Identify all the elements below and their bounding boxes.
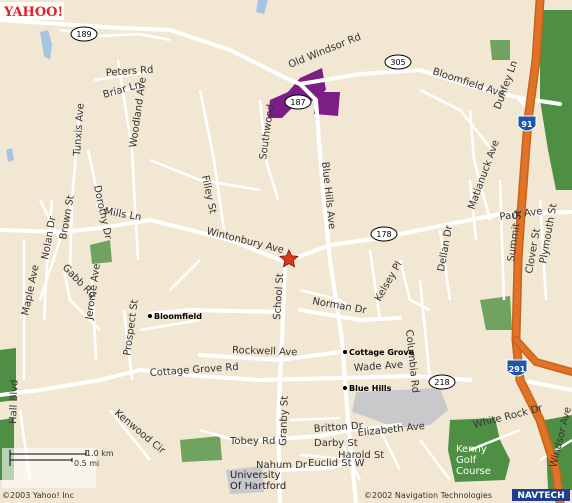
place-label-kenny-3: Course (456, 466, 491, 477)
scale-bar: 1.0 km 0.5 mi (2, 448, 114, 488)
place-label-blue-hills: Blue Hills (349, 384, 392, 393)
place-label-bloomfield: Bloomfield (154, 312, 202, 321)
svg-text:178: 178 (376, 230, 391, 239)
street-label-peters: Peters Rd (105, 65, 153, 79)
place-label-university-1: University (230, 470, 281, 481)
street-label-nahum: Nahum Dr (256, 460, 308, 471)
copyright-left: ©2003 Yahoo! Inc (2, 491, 74, 500)
route-shields: 189 187 305 178 218 91 291 (70, 26, 537, 390)
place-label-cottage-grove: Cottage Grove (349, 348, 415, 357)
street-label-euclid: Euclid St W (308, 458, 365, 469)
yahoo-logo[interactable]: YAHOO! (0, 2, 64, 20)
major-roads (0, 18, 572, 503)
place-labels: Bloomfield Cottage Grove Blue Hills Univ… (148, 312, 491, 492)
street-label-tobey: Tobey Rd (229, 436, 275, 447)
svg-text:YAHOO!: YAHOO! (3, 5, 63, 20)
svg-text:291: 291 (509, 365, 526, 374)
route-shield-218: 218 (428, 374, 456, 390)
highways (511, 0, 572, 503)
location-marker-star-icon[interactable] (279, 249, 299, 268)
scale-km-label: 1.0 km (86, 449, 114, 458)
navtech-logo: NAVTECH (512, 489, 570, 501)
route-shield-189: 189 (70, 26, 98, 42)
svg-text:NAVTECH: NAVTECH (517, 491, 564, 501)
interstate-shield-91: 91 (517, 115, 537, 132)
place-label-kenny-1: Kenny (456, 444, 487, 455)
urban-areas (226, 388, 448, 494)
svg-text:305: 305 (390, 58, 405, 67)
place-label-kenny-2: Golf (456, 455, 477, 466)
svg-text:187: 187 (290, 98, 305, 107)
street-label-darby: Darby St (314, 438, 358, 449)
street-label-hall: Hall Blvd (8, 379, 21, 424)
route-shield-178: 178 (370, 226, 398, 242)
parks (0, 10, 572, 490)
place-label-university-2: Of Hartford (230, 481, 286, 492)
svg-text:218: 218 (434, 378, 449, 387)
copyright-right: ©2002 Navigation Technologies (364, 491, 492, 500)
street-label-wade: Wade Ave (353, 360, 403, 374)
water-bodies (6, 0, 268, 162)
street-label-harold: Harold St (338, 450, 384, 461)
street-label-school: School St (272, 273, 286, 320)
street-label-rockwell: Rockwell Ave (232, 345, 298, 358)
street-label-granby: Granby St (278, 396, 291, 446)
street-label-tunxis: Tunxis Ave (72, 103, 87, 157)
street-label-britton: Britton Dr (313, 421, 364, 435)
route-shield-305: 305 (384, 54, 412, 70)
scale-mi-label: 0.5 mi (74, 459, 99, 468)
svg-text:91: 91 (521, 120, 533, 129)
interstate-shield-291: 291 (506, 359, 528, 377)
svg-text:189: 189 (76, 30, 91, 39)
route-shield-187: 187 (284, 94, 312, 110)
